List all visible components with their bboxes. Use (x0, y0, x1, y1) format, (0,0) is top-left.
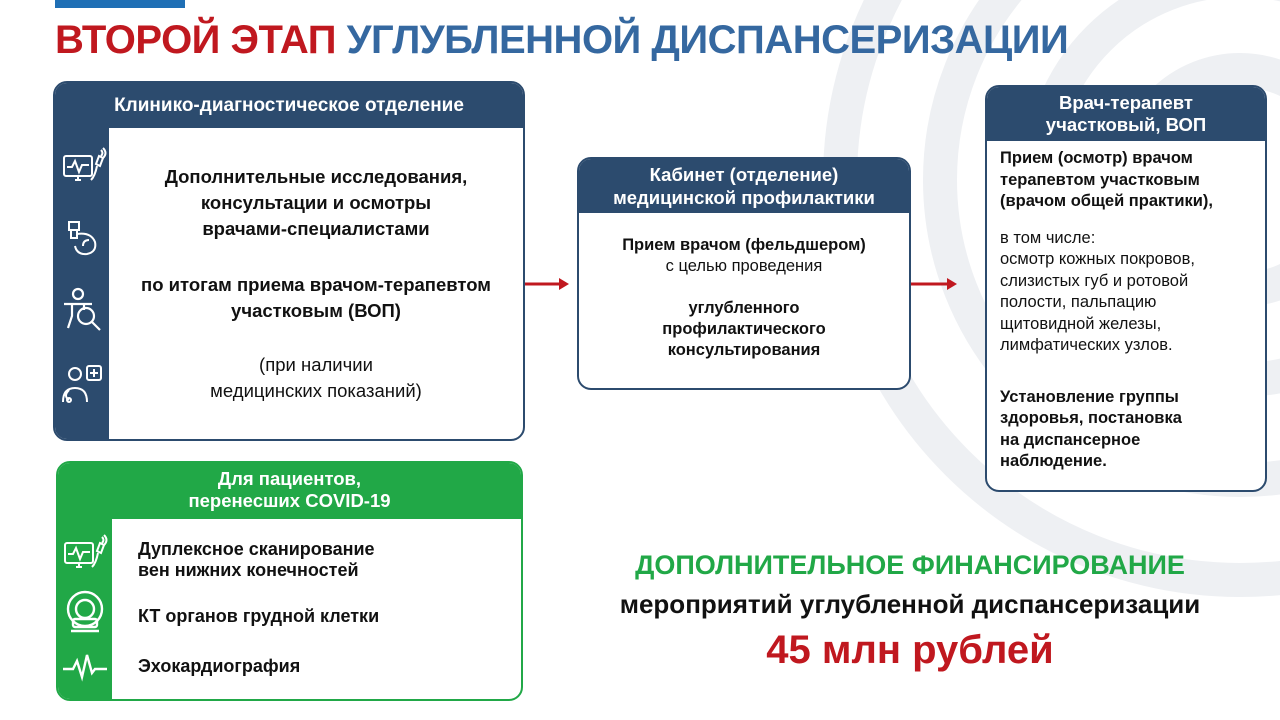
additional-examinations-text: Дополнительные исследования, консультаци… (164, 166, 468, 239)
list-item: КТ органов грудной клетки (138, 606, 380, 626)
icon-sidebar (58, 519, 112, 699)
therapist-results-text: по итогам приема врачом-терапевтом участ… (141, 274, 491, 321)
therapist-box: Врач-терапевт участковый, ВОП Прием (осм… (985, 85, 1267, 492)
clinical-diagnostic-box: Клинико-диагностическое отделение (53, 81, 525, 441)
heartbeat-icon (63, 654, 107, 682)
arrow-right-icon (911, 278, 957, 290)
health-group-text: Установление группы здоровья, постановка… (1000, 387, 1182, 471)
ultrasound-monitor-icon (64, 534, 108, 568)
icon-sidebar (55, 128, 109, 439)
list-item: Дуплексное сканирование вен нижних конеч… (138, 539, 375, 580)
list-item: Эхокардиография (138, 656, 301, 676)
page-title: ВТОРОЙ ЭТАП УГЛУБЛЕННОЙ ДИСПАНСЕРИЗАЦИИ (55, 18, 1069, 63)
ultrasound-monitor-icon (63, 147, 107, 181)
ct-scanner-icon (66, 590, 104, 633)
medical-indications-note: (при наличии медицинских показаний) (210, 354, 422, 401)
therapist-reception-text: Прием (осмотр) врачом терапевтом участко… (1000, 149, 1213, 210)
funding-heading: ДОПОЛНИТЕЛЬНОЕ ФИНАНСИРОВАНИЕ (635, 550, 1185, 580)
funding-amount: 45 млн рублей (766, 628, 1054, 672)
patient-examination-icon (64, 287, 101, 331)
covid-patients-header: Для пациентов, перенесших COVID-19 (58, 463, 521, 519)
prevention-cabinet-header: Кабинет (отделение) медицинской профилак… (579, 159, 909, 213)
doctor-icon (62, 365, 102, 403)
therapist-header: Врач-терапевт участковый, ВОП (987, 87, 1265, 141)
ultrasound-probe-icon (68, 221, 97, 256)
title-part2: УГЛУБЛЕННОЙ ДИСПАНСЕРИЗАЦИИ (346, 18, 1069, 62)
title-part1: ВТОРОЙ ЭТАП (55, 18, 337, 62)
clinical-diagnostic-header: Клинико-диагностическое отделение (55, 83, 523, 128)
arrow-right-icon (525, 278, 569, 290)
examination-details-text: в том числе: осмотр кожных покровов, сли… (1000, 228, 1195, 355)
funding-description: мероприятий углубленной диспансеризации (619, 589, 1201, 619)
prevention-cabinet-box: Кабинет (отделение) медицинской профилак… (577, 157, 911, 390)
covid-patients-box: Для пациентов, перенесших COVID-19 Дупле… (56, 461, 523, 701)
therapist-body: Прием (осмотр) врачом терапевтом участко… (987, 141, 1265, 473)
top-accent-bar (55, 0, 185, 8)
clinical-diagnostic-body: Дополнительные исследования, консультаци… (109, 128, 523, 439)
prevention-cabinet-body: Прием врачом (фельдшером) с целью провед… (622, 236, 866, 359)
